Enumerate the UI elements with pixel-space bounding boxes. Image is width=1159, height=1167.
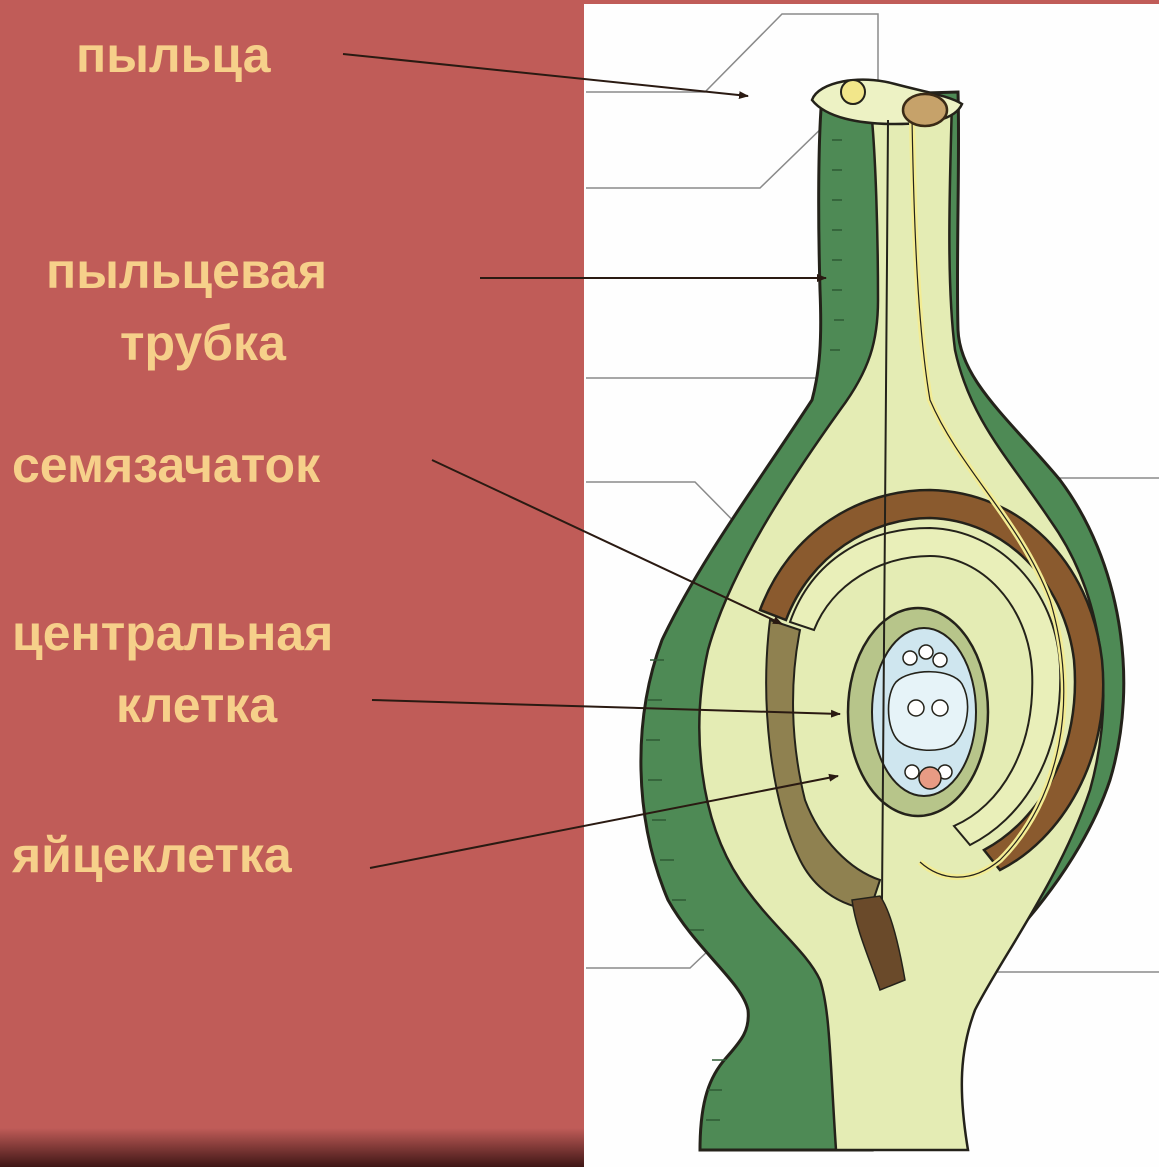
central-cell-outline <box>889 672 968 751</box>
pollen-grain-small <box>841 80 865 104</box>
pollen-grain <box>903 94 947 126</box>
egg-cell-nucleus <box>919 767 941 789</box>
